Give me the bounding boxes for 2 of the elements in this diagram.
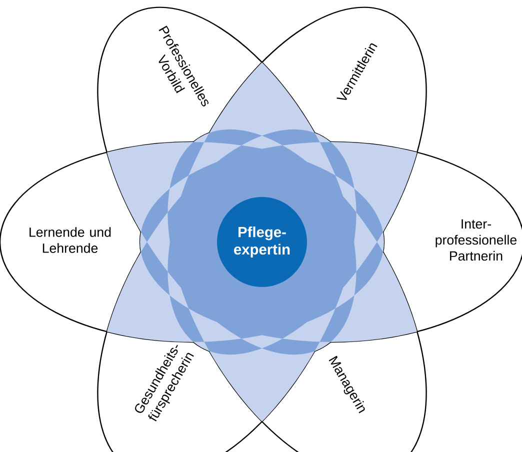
petal-label: Inter- professionelle Partnerin bbox=[436, 219, 517, 261]
petal-label: Lernende und Lehrende bbox=[30, 227, 111, 253]
